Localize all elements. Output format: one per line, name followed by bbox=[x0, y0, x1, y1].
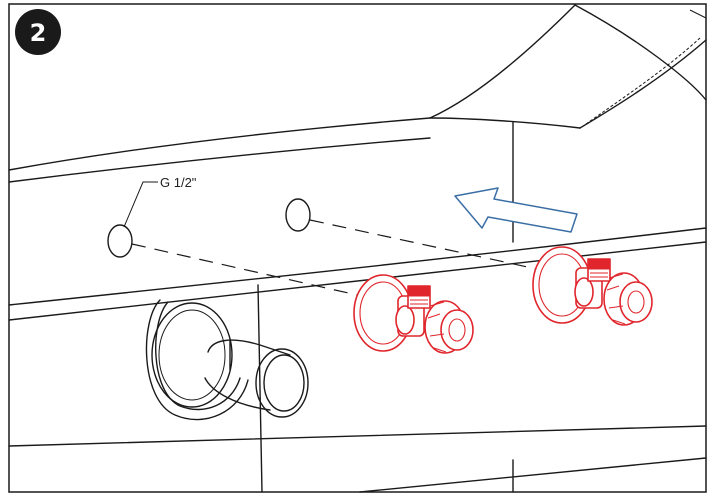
tile-wall bbox=[8, 227, 707, 493]
alignment-line-left bbox=[131, 243, 389, 303]
step-badge: 2 bbox=[15, 9, 61, 55]
step-number: 2 bbox=[30, 19, 47, 47]
basin-outline bbox=[8, 4, 707, 243]
thread-size-label: G 1/2" bbox=[160, 175, 197, 190]
mount-hole-right bbox=[285, 198, 311, 232]
drain-pipe-stub bbox=[145, 299, 309, 421]
callout-leader bbox=[123, 181, 158, 228]
mount-hole-left bbox=[107, 224, 133, 258]
mount-holes bbox=[107, 198, 311, 258]
alignment-line-right bbox=[309, 219, 561, 275]
diagram-border bbox=[8, 3, 707, 493]
insert-direction-arrow bbox=[454, 187, 578, 233]
angle-valve-right bbox=[532, 246, 653, 326]
angle-valve-left bbox=[353, 274, 474, 354]
